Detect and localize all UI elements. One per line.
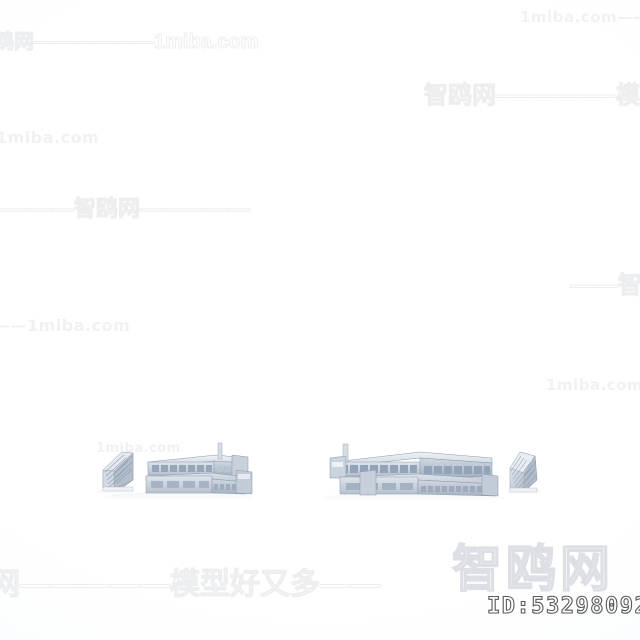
left-complex [102, 442, 253, 495]
left-front-windows [151, 481, 209, 488]
left-rear-block [147, 442, 249, 479]
left-front-block [145, 469, 253, 495]
right-rear-block [329, 443, 493, 479]
right-complex [329, 443, 538, 497]
left-rear-windows [152, 465, 212, 472]
left-twisted-pavilion [102, 451, 134, 492]
right-front-block [339, 469, 499, 497]
right-twisted-pavilion [509, 451, 538, 493]
